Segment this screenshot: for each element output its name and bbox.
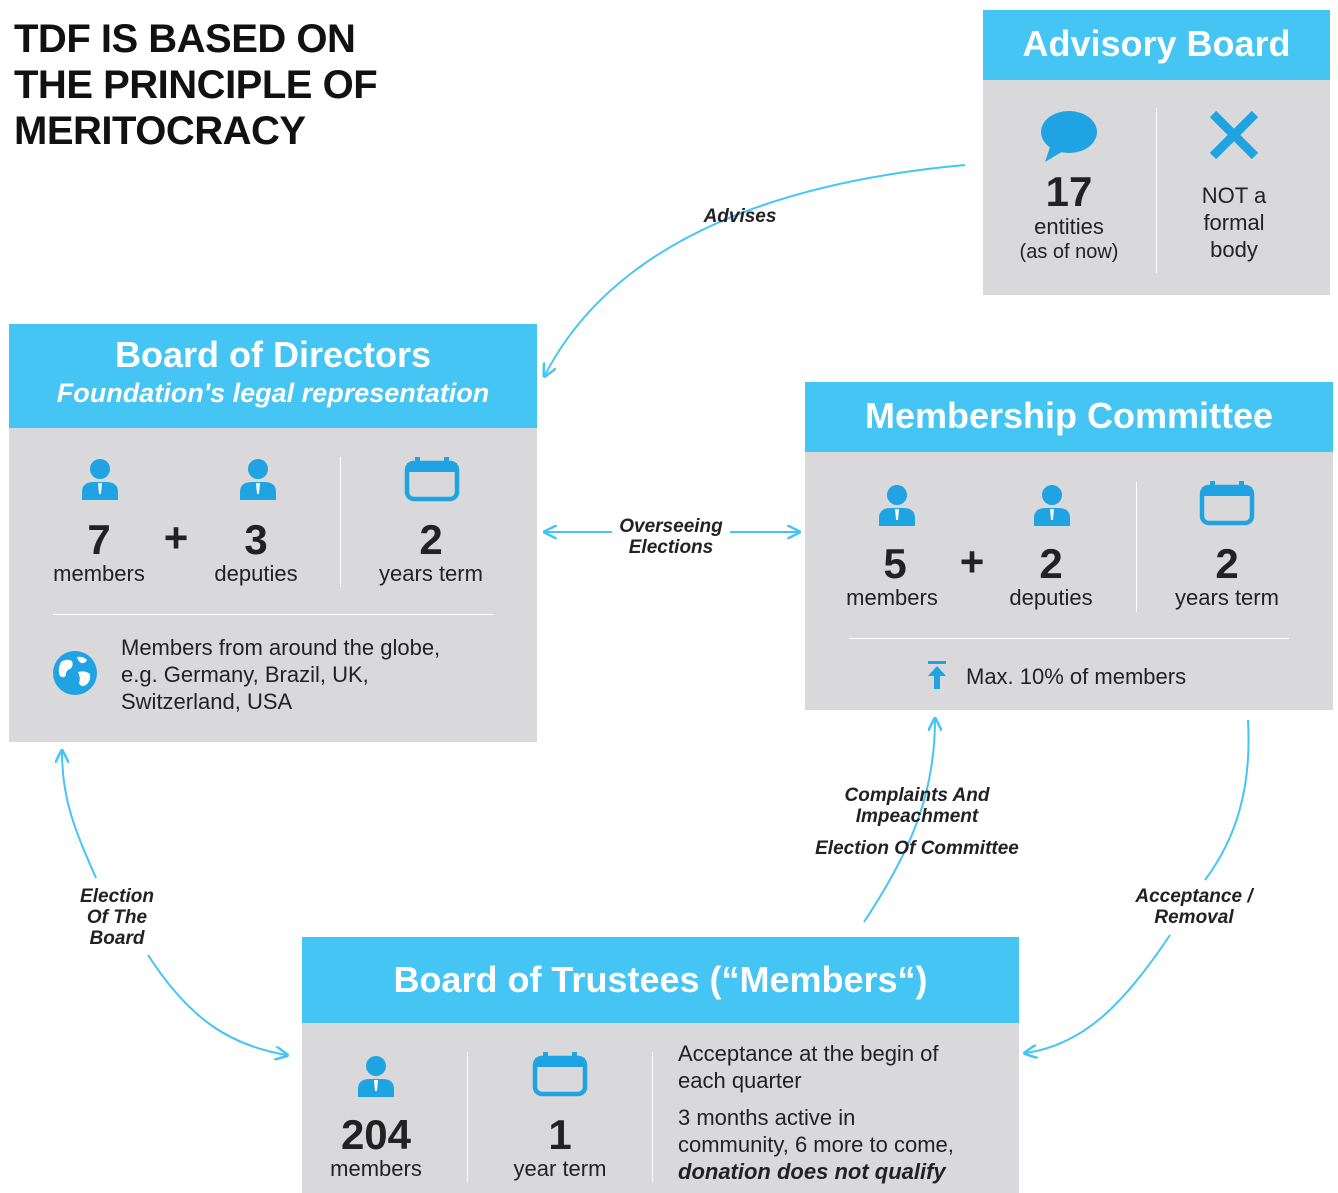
election-board-label: Election Of The Board <box>60 886 174 949</box>
globe-text-line-3: Switzerland, USA <box>121 689 293 714</box>
max-limit-icon <box>928 661 946 689</box>
membership-term-label: years term <box>1175 585 1279 610</box>
membership-max-note: Max. 10% of members <box>966 664 1187 689</box>
directors-subtitle: Foundation's legal representation <box>56 378 490 408</box>
directors-term-label: years term <box>379 561 483 586</box>
not-formal-line-1: NOT a <box>1201 183 1267 208</box>
person-icon <box>358 1056 394 1097</box>
trustees-activity-text: 3 months active in community, 6 more to … <box>678 1104 954 1185</box>
advisory-count-label: entities <box>1034 214 1104 239</box>
person-icon <box>1034 485 1070 526</box>
person-icon <box>240 459 276 500</box>
title-line-3: MERITOCRACY <box>14 109 306 153</box>
acceptance-removal-line-1: Acceptance / <box>1135 886 1253 907</box>
membership-deputies-label: deputies <box>1009 585 1093 610</box>
complaints-line-2: Impeachment <box>855 806 979 827</box>
acceptance-removal-line-2: Removal <box>1154 907 1234 928</box>
trustees-title: Board of Trustees (“Members“) <box>302 937 1019 1023</box>
advises-arrow <box>545 164 966 375</box>
globe-icon <box>53 651 97 695</box>
title-line-2: THE PRINCIPLE OF <box>14 63 378 107</box>
directors-header: Board of Directors Foundation's legal re… <box>9 324 537 428</box>
directors-deputies-label: deputies <box>214 561 298 586</box>
overseeing-line-1: Overseeing <box>619 516 723 537</box>
advises-label: Advises <box>703 206 777 227</box>
election-board-line-1: Election <box>80 886 154 907</box>
complaints-label: Complaints And Impeachment <box>800 785 1034 827</box>
title-line-1: TDF IS BASED ON <box>14 17 356 61</box>
membership-plus: + <box>959 538 985 585</box>
donation-note: donation does not qualify <box>678 1159 946 1184</box>
globe-text-line-2: e.g. Germany, Brazil, UK, <box>121 662 369 687</box>
trustees-divider-1 <box>467 1052 468 1182</box>
calendar-icon <box>532 1052 588 1097</box>
overseeing-line-2: Elections <box>628 537 714 558</box>
acceptance-arrow-bottom <box>1026 934 1171 1053</box>
trustees-acceptance-text: Acceptance at the begin of each quarter <box>678 1040 939 1094</box>
acceptance-removal-label: Acceptance / Removal <box>1110 886 1278 928</box>
speech-bubble-icon <box>1041 111 1097 162</box>
directors-divider-vertical <box>340 457 341 587</box>
complaints-arrow <box>863 720 935 923</box>
directors-members-label: members <box>53 561 145 586</box>
person-icon <box>879 485 915 526</box>
acceptance-line-2: each quarter <box>678 1068 802 1093</box>
advisory-count-note: (as of now) <box>1019 241 1119 263</box>
board-of-directors-card: Board of Directors Foundation's legal re… <box>9 324 537 742</box>
membership-committee-card: Membership Committee 5 members + 2 deput… <box>805 382 1333 710</box>
not-formal-line-2: formal <box>1203 210 1265 235</box>
directors-members-count: 7 <box>87 516 111 563</box>
activity-line-1: 3 months active in <box>678 1105 856 1130</box>
trustees-term-count: 1 <box>548 1111 572 1158</box>
trustees-divider-2 <box>652 1052 653 1182</box>
directors-divider-horizontal <box>53 614 493 615</box>
complaints-line-1: Complaints And <box>844 785 990 806</box>
membership-members-count: 5 <box>883 540 907 587</box>
not-formal-text: NOT a formal body <box>1169 182 1299 263</box>
trustees-members-label: members <box>330 1156 422 1181</box>
membership-divider-vertical <box>1136 482 1137 612</box>
activity-line-2: community, 6 more to come, <box>678 1132 954 1157</box>
election-board-arrow-down <box>147 954 286 1055</box>
trustees-members-count: 204 <box>340 1111 412 1158</box>
directors-globe-text: Members from around the globe, e.g. Germ… <box>121 634 440 715</box>
acceptance-arrow-top <box>1204 719 1250 881</box>
membership-term-count: 2 <box>1215 540 1239 587</box>
advisory-divider <box>1156 108 1157 273</box>
advisory-count: 17 <box>1045 168 1093 215</box>
membership-title: Membership Committee <box>805 382 1333 452</box>
close-x-icon <box>1209 110 1259 160</box>
directors-term-count: 2 <box>419 516 443 563</box>
page-title: TDF IS BASED ON THE PRINCIPLE OF MERITOC… <box>14 16 378 154</box>
globe-text-line-1: Members from around the globe, <box>121 635 441 660</box>
directors-deputies-count: 3 <box>244 516 268 563</box>
advisory-board-title: Advisory Board <box>983 10 1330 80</box>
election-board-arrow-up <box>62 752 97 879</box>
board-of-trustees-card: Board of Trustees (“Members“) 204 member… <box>302 937 1019 1193</box>
election-board-line-2: Of The <box>86 907 148 928</box>
membership-divider-horizontal <box>849 638 1289 639</box>
trustees-term-label: year term <box>513 1156 607 1181</box>
advisory-board-card: Advisory Board 17 entities (as of now) N… <box>983 10 1330 295</box>
calendar-icon <box>404 457 460 502</box>
membership-members-label: members <box>846 585 938 610</box>
membership-deputies-count: 2 <box>1039 540 1063 587</box>
directors-title: Board of Directors <box>114 334 432 375</box>
election-board-line-3: Board <box>89 928 145 949</box>
not-formal-line-3: body <box>1210 237 1258 262</box>
calendar-icon <box>1199 481 1255 526</box>
election-committee-label: Election Of Committee <box>815 838 1019 859</box>
directors-plus: + <box>163 514 189 561</box>
acceptance-line-1: Acceptance at the begin of <box>678 1041 939 1066</box>
person-icon <box>82 459 118 500</box>
overseeing-label: Overseeing Elections <box>598 516 744 558</box>
